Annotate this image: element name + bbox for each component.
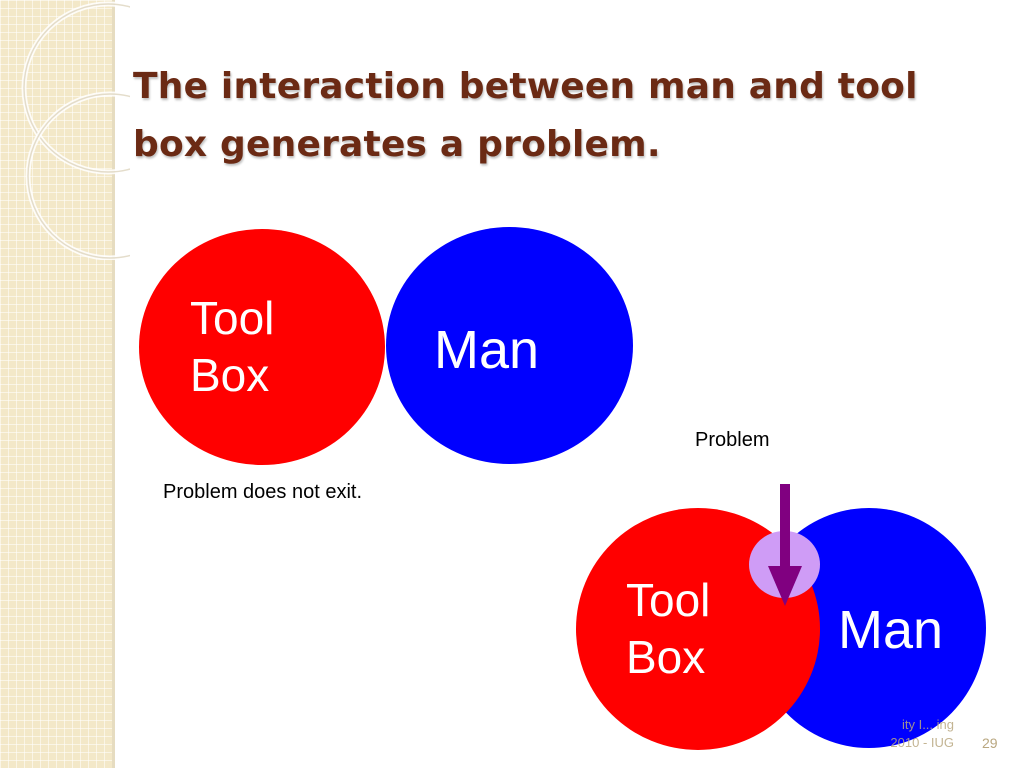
decorative-rings [21, 1, 130, 260]
footer-line2: 2010 - IUG [890, 735, 954, 750]
no-problem-caption: Problem does not exit. [163, 481, 362, 503]
top-man-circle [386, 227, 633, 464]
top-toolbox-label-line1: Tool [190, 292, 275, 344]
side-panel-border [112, 0, 115, 768]
slide-title: The interaction between man and tool box… [133, 66, 918, 165]
page-number: 29 [982, 735, 998, 751]
bottom-toolbox-label-line1: Tool [626, 574, 711, 626]
top-man-label: Man [434, 320, 540, 380]
footer-line1: ity I... ing [901, 717, 954, 732]
bottom-man-label: Man [838, 600, 944, 660]
problem-caption: Problem [695, 429, 770, 451]
footer-text: ity I... ing 2010 - IUG [740, 716, 954, 752]
decorative-side-panel [0, 0, 112, 768]
bottom-toolbox-label-line2: Box [626, 631, 706, 683]
top-toolbox-circle [139, 229, 385, 465]
top-toolbox-label-line2: Box [190, 349, 270, 401]
top-toolbox-label: Tool Box [190, 290, 274, 404]
bottom-toolbox-label: Tool Box [626, 572, 710, 686]
down-arrow-icon [768, 484, 802, 606]
